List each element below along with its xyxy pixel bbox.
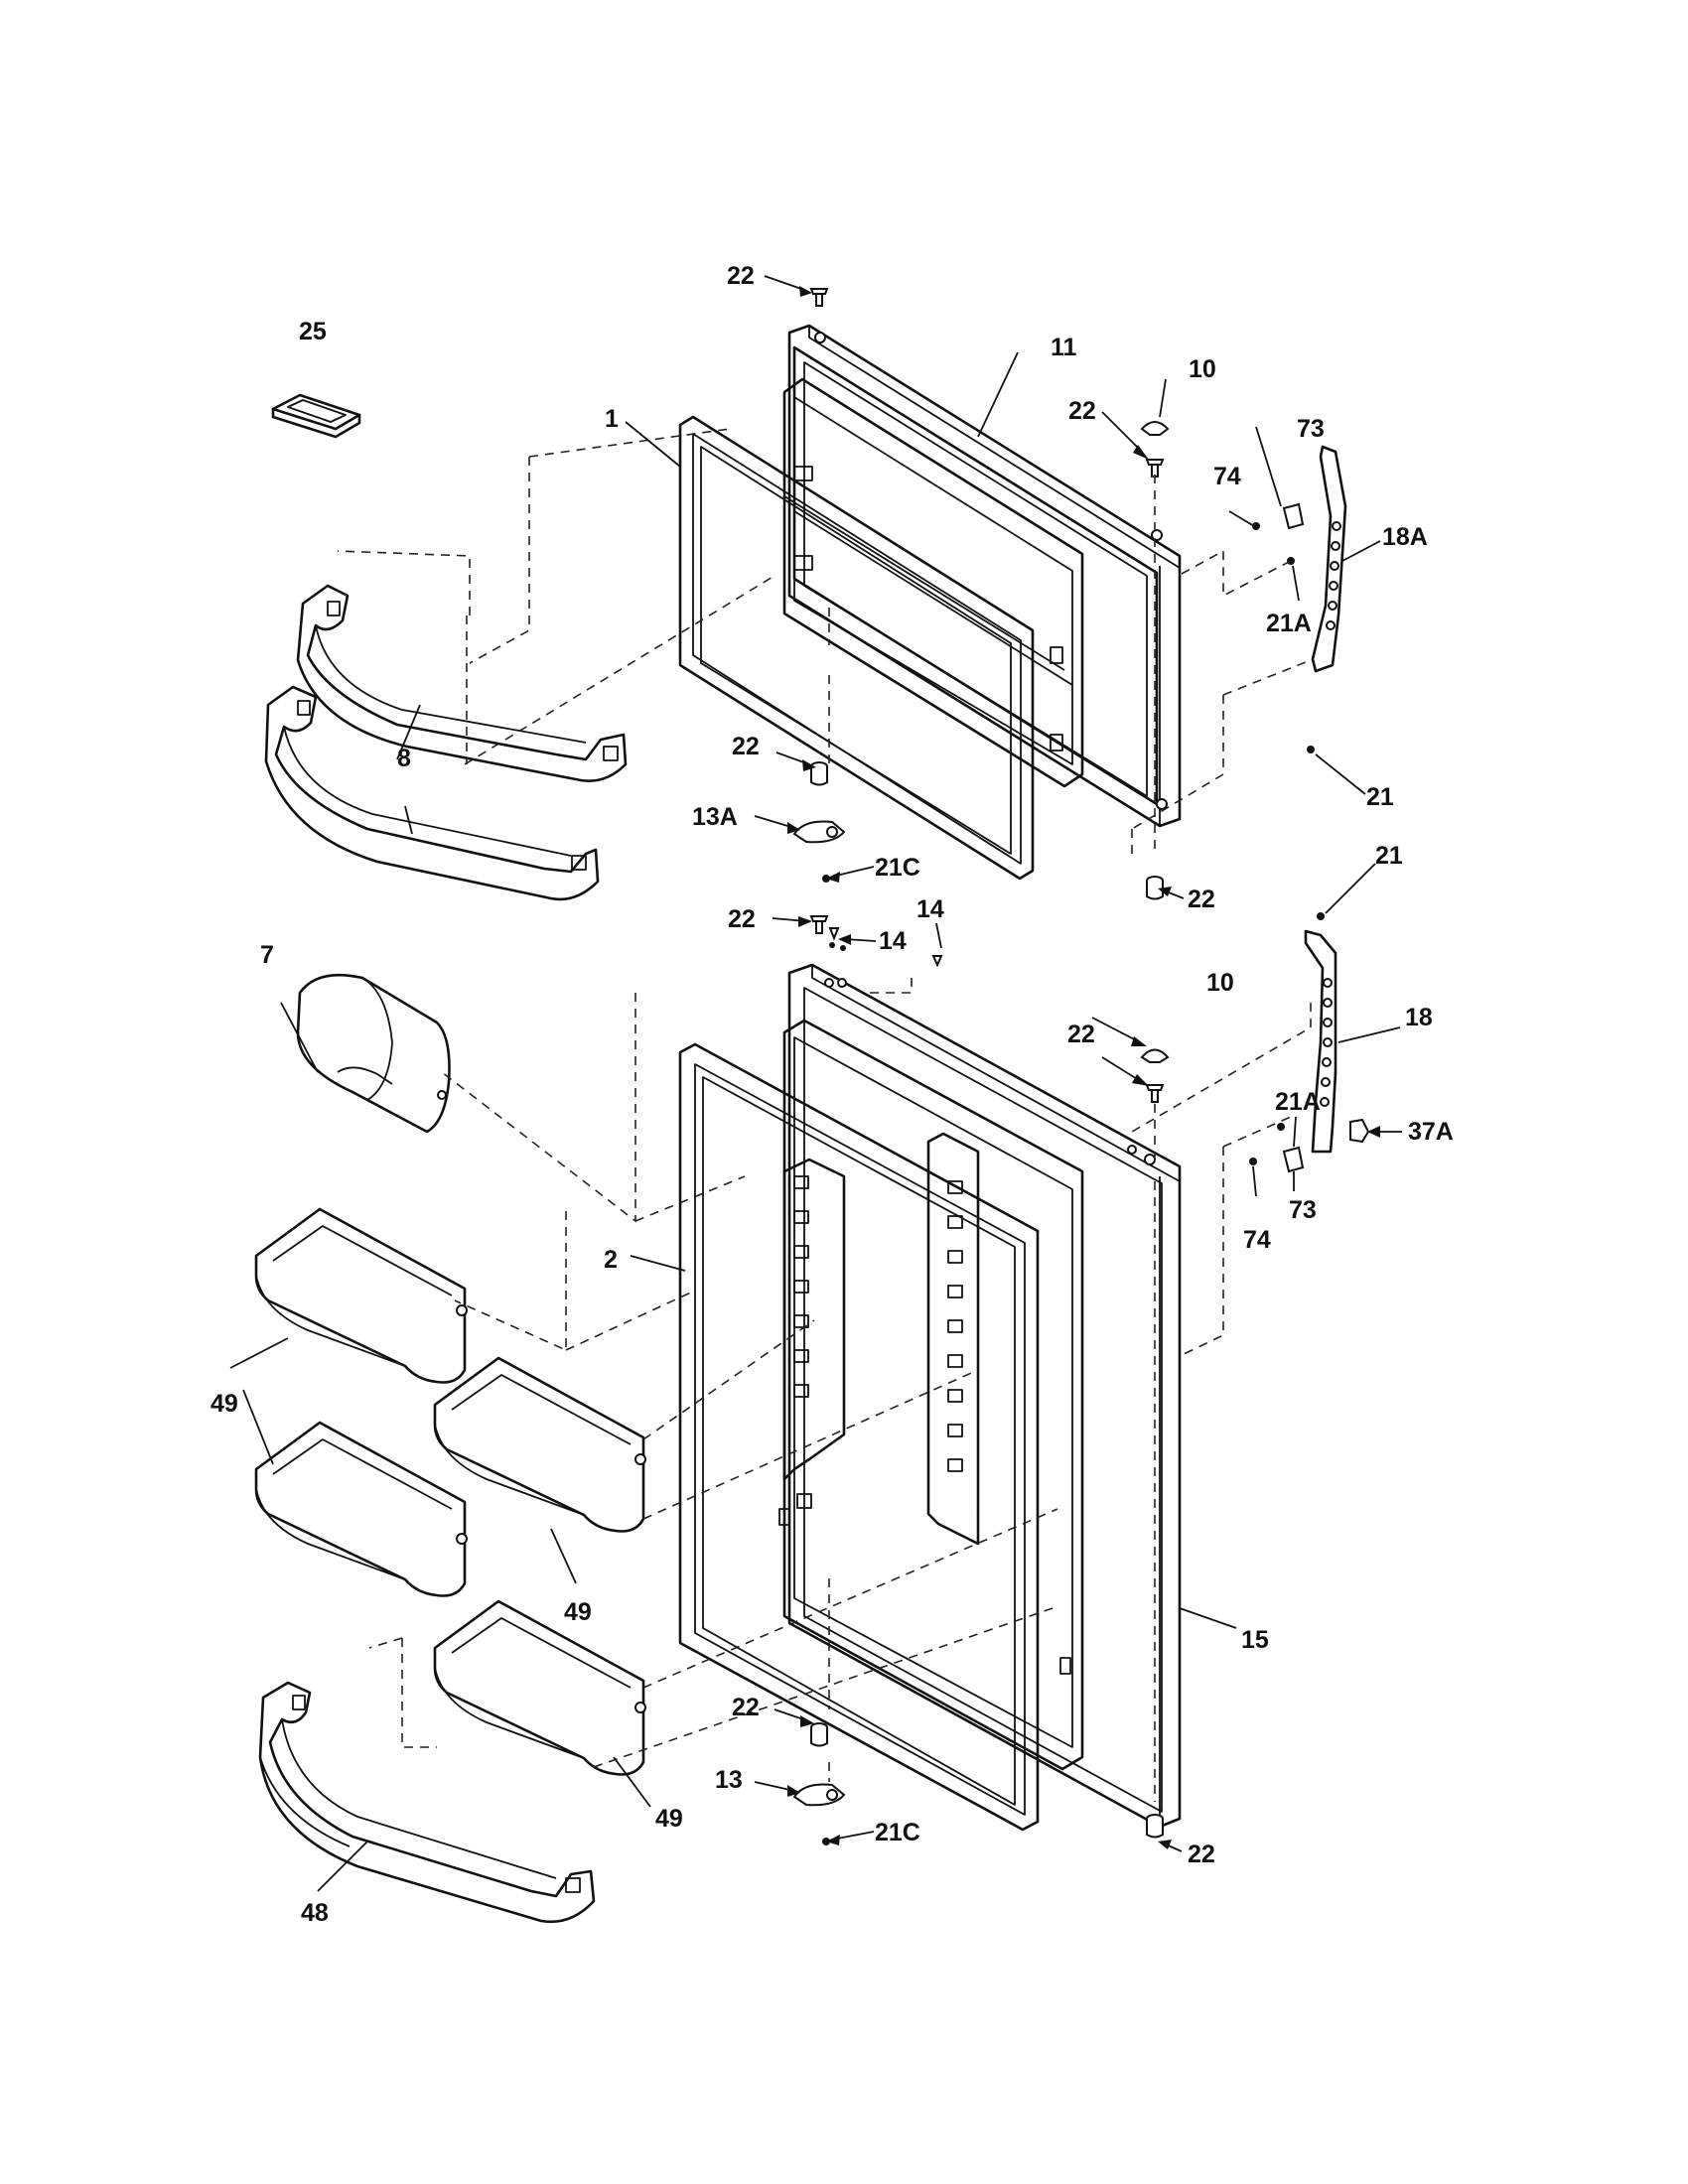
fresh-food-door-outer-panel (787, 963, 1182, 1829)
door-bin-1 (254, 1207, 468, 1384)
callout-15: 15 (1241, 1626, 1269, 1654)
callout-10: 10 (1189, 355, 1216, 383)
freezer-door-shelf-upper (296, 584, 628, 782)
lower-door-hardware (792, 915, 1170, 1845)
callout-8: 8 (397, 745, 411, 772)
callout-13: 13 (715, 1766, 743, 1794)
callout-2: 2 (604, 1246, 618, 1274)
freezer-hinge-hardware (1252, 502, 1315, 753)
callout-labels: 22 25 11 10 22 73 74 1 18A 21A 8 22 13A … (211, 262, 1454, 1927)
callout-22: 22 (732, 733, 760, 760)
assembly-lines (337, 428, 1312, 1802)
callout-21: 21 (1375, 842, 1403, 870)
callout-22: 22 (1188, 886, 1215, 913)
freezer-door-shelf-lower (264, 685, 600, 901)
callout-22: 22 (1188, 1841, 1215, 1868)
callout-1: 1 (605, 405, 619, 433)
callout-22: 22 (1068, 397, 1096, 425)
fresh-food-hinge-bracket (1304, 929, 1370, 1154)
fresh-food-hinge-hardware (1249, 912, 1325, 1173)
freezer-door-liner (782, 377, 1084, 788)
callout-10: 10 (1206, 969, 1234, 997)
callout-73: 73 (1289, 1196, 1317, 1224)
callout-49: 49 (564, 1598, 592, 1626)
freezer-door-outer-panel (787, 324, 1182, 828)
ice-tray (271, 393, 361, 439)
callout-74: 74 (1213, 463, 1241, 490)
callout-21C: 21C (875, 1819, 920, 1846)
callout-49: 49 (655, 1805, 683, 1833)
callout-21A: 21A (1266, 610, 1312, 637)
callout-18: 18 (1405, 1004, 1433, 1031)
callout-leaders (229, 275, 1402, 1892)
callout-37A: 37A (1408, 1118, 1454, 1146)
callout-7: 7 (260, 941, 274, 969)
callout-22: 22 (732, 1694, 760, 1721)
fresh-food-door-liner (778, 1019, 1084, 1771)
callout-74: 74 (1243, 1226, 1271, 1254)
callout-22: 22 (727, 262, 755, 290)
callout-22: 22 (728, 905, 756, 933)
upper-door-hardware (792, 288, 1170, 900)
callout-48: 48 (301, 1899, 329, 1927)
callout-18A: 18A (1382, 523, 1428, 551)
freezer-door-gasket (678, 415, 1035, 881)
freezer-hinge-bracket (1311, 445, 1347, 673)
door-bin-4 (433, 1599, 646, 1776)
callout-13A: 13A (692, 803, 738, 831)
callout-73: 73 (1297, 415, 1325, 443)
callout-21A: 21A (1275, 1088, 1321, 1116)
door-shelf-bottom (258, 1681, 596, 1924)
door-bin-2 (254, 1421, 468, 1597)
callout-49: 49 (211, 1390, 238, 1418)
callout-22: 22 (1067, 1021, 1095, 1048)
dairy-compartment-cover (296, 973, 451, 1134)
callout-25: 25 (299, 318, 327, 345)
callout-21: 21 (1366, 783, 1394, 811)
callout-11: 11 (1051, 334, 1077, 361)
callout-21C: 21C (875, 854, 920, 882)
fresh-food-door-gasket (678, 1042, 1040, 1832)
callout-14: 14 (916, 895, 944, 923)
callout-14: 14 (879, 927, 907, 955)
door-bin-3 (433, 1356, 646, 1533)
